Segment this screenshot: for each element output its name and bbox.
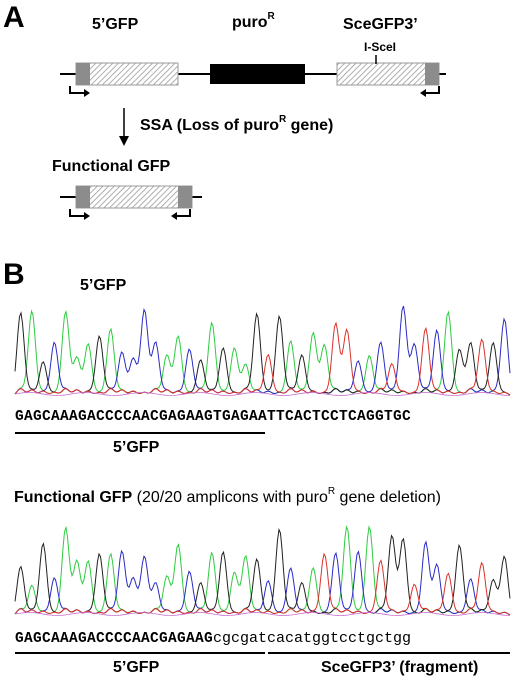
top-underline-label: 5’GFP — [113, 439, 160, 456]
sce-hatched-box — [336, 62, 440, 86]
top-underline — [15, 432, 265, 434]
bottom-title-end: gene deletion) — [335, 489, 441, 506]
bottom-seq-lower: cgcgatcacatggtcctgctgg — [213, 630, 412, 647]
bottom-title-sup: R — [327, 486, 336, 497]
trace-c — [14, 540, 511, 616]
reverse-primer-arrowhead-top — [420, 89, 426, 97]
puro-block — [210, 64, 305, 84]
construct-diagram — [60, 55, 446, 220]
ssa-arrowhead — [119, 136, 129, 146]
ssa-label: SSA (Loss of puroR gene) — [140, 114, 334, 135]
label-isce: I-SceI — [364, 40, 397, 54]
panel-a-letter: A — [3, 1, 25, 34]
bottom-sequence: GAGCAAAGACCCCAACGAGAAGcgcgatcacatggtcctg… — [15, 629, 412, 648]
gfp5-hatched-box — [75, 62, 179, 86]
chromatogram-top — [14, 305, 511, 396]
ssa-sup: R — [278, 114, 287, 125]
reverse-primer-arrow-top — [426, 86, 440, 94]
chromatogram-bottom — [14, 524, 511, 616]
functional-gray-left — [76, 186, 90, 208]
ssa-text: SSA (Loss of puro — [140, 117, 279, 134]
puro-text: puro — [232, 14, 268, 31]
panel-b-letter: B — [3, 258, 25, 291]
gfp5-gray-block — [76, 63, 90, 85]
top-trace-title: 5’GFP — [80, 277, 127, 294]
bottom-underline-right — [268, 652, 510, 654]
label-5gfp: 5’GFP — [92, 16, 139, 33]
trace-t — [14, 321, 511, 396]
top-sequence: GAGCAAAGACCCCAACGAGAAGTGAGAATTCACTCCTCAG… — [15, 409, 412, 425]
trace-baseline — [14, 392, 511, 396]
forward-primer-arrow-bottom — [69, 209, 84, 217]
functional-hatched-box — [75, 185, 193, 209]
bottom-label-left: 5’GFP — [113, 659, 160, 676]
reverse-primer-arrow-bottom — [177, 209, 191, 217]
forward-primer-arrowhead-bottom — [84, 212, 90, 220]
bottom-title-bold: Functional GFP — [14, 489, 133, 506]
functional-gray-right — [178, 186, 192, 208]
functional-gfp-label: Functional GFP — [52, 158, 171, 175]
bottom-underline-left — [15, 652, 265, 654]
ssa-text-end: gene) — [286, 117, 334, 134]
bottom-seq-upper: GAGCAAAGACCCCAACGAGAAG — [15, 631, 214, 647]
reverse-primer-arrowhead-bottom — [171, 212, 177, 220]
forward-primer-arrow-top — [69, 86, 84, 94]
label-puro: puroR — [232, 11, 275, 32]
trace-g — [14, 311, 511, 396]
sce-gray-block — [425, 63, 439, 85]
bottom-label-right: SceGFP3’ (fragment) — [321, 659, 479, 676]
label-scegfp3: SceGFP3’ — [343, 16, 418, 33]
bottom-trace-title: Functional GFP (20/20 amplicons with pur… — [14, 486, 441, 507]
trace-baseline — [14, 612, 511, 616]
trace-g — [14, 527, 511, 615]
forward-primer-arrowhead-top — [84, 89, 90, 97]
puro-sup: R — [267, 11, 275, 22]
bottom-title-rest: (20/20 amplicons with puro — [132, 489, 328, 506]
